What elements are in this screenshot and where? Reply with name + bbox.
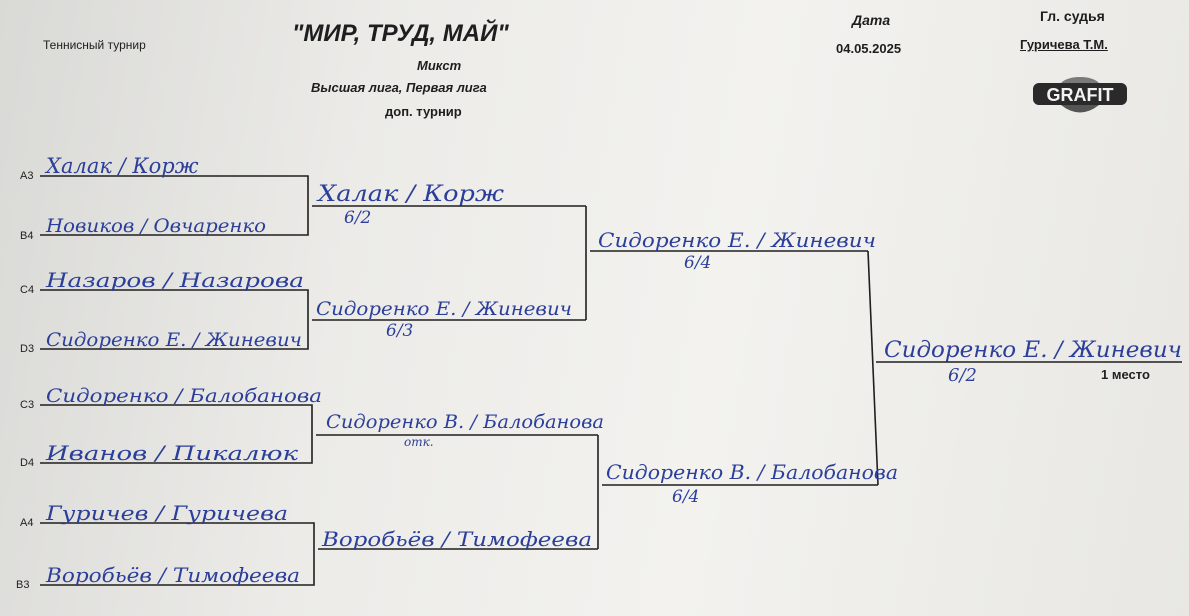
r1-pair: Сидоренко Е. / Жиневич (46, 329, 302, 351)
r1-pair: Назаров / Назарова (45, 268, 304, 292)
sf-score: 6/4 (672, 487, 699, 507)
seed-label: A3 (20, 170, 33, 182)
first-place-label: 1 место (1101, 367, 1150, 382)
judge-name: Гуричева Т.М. (1020, 37, 1108, 52)
leagues-label: Высшая лига, Первая лига (311, 80, 487, 95)
r2-score: отк. (404, 435, 434, 449)
r2-pair: Сидоренко Е. / Жиневич (316, 298, 572, 320)
r1-pair: Новиков / Овчаренко (45, 215, 266, 237)
r1-pair: Халак / Корж (44, 154, 199, 178)
r2-score: 6/2 (344, 208, 371, 228)
r1-pair: Иванов / Пикалюк (45, 441, 298, 465)
bracket-lines (40, 175, 1182, 586)
r2-score: 6/3 (386, 321, 413, 341)
r2-pair: Воробьёв / Тимофеева (321, 527, 592, 551)
tournament-title: "МИР, ТРУД, МАЙ" (292, 20, 509, 47)
r1-connector-3 (40, 404, 313, 464)
sf-pair: Сидоренко Е. / Жиневич (598, 228, 876, 252)
grafit-logo: GRAFIT (1033, 77, 1127, 113)
seed-label: C4 (20, 284, 34, 296)
category-label: Микст (417, 58, 462, 73)
r2-pair: Сидоренко В. / Балобанова (326, 411, 604, 433)
r1-connector-4 (40, 522, 315, 586)
judge-label: Гл. судья (1040, 8, 1105, 24)
seed-label: B3 (16, 579, 29, 591)
seed-label: C3 (20, 399, 34, 411)
r2-pair: Халак / Корж (316, 182, 504, 207)
sf-score: 6/4 (684, 253, 711, 273)
r1-connector-2 (40, 289, 309, 350)
seed-label: D4 (20, 457, 34, 469)
final-pair: Сидоренко Е. / Жиневич (884, 338, 1182, 363)
r1-connector-1 (40, 175, 309, 236)
final-score: 6/2 (948, 365, 977, 386)
date-value: 04.05.2025 (836, 41, 902, 56)
seed-label: D3 (20, 343, 34, 355)
tournament-label: Теннисный турнир (43, 38, 146, 52)
seed-label: A4 (20, 517, 33, 529)
sf-pair: Сидоренко В. / Балобанова (606, 460, 898, 484)
seed-label: B4 (20, 230, 33, 242)
r1-pair: Сидоренко / Балобанова (46, 385, 322, 407)
subtitle-label: доп. турнир (385, 104, 462, 119)
sf-connector (867, 250, 879, 486)
r1-pair: Воробьёв / Тимофеева (45, 563, 300, 587)
date-label: Дата (852, 12, 891, 28)
r1-pair: Гуричев / Гуричева (45, 501, 288, 525)
logo-text: GRAFIT (1047, 85, 1114, 105)
